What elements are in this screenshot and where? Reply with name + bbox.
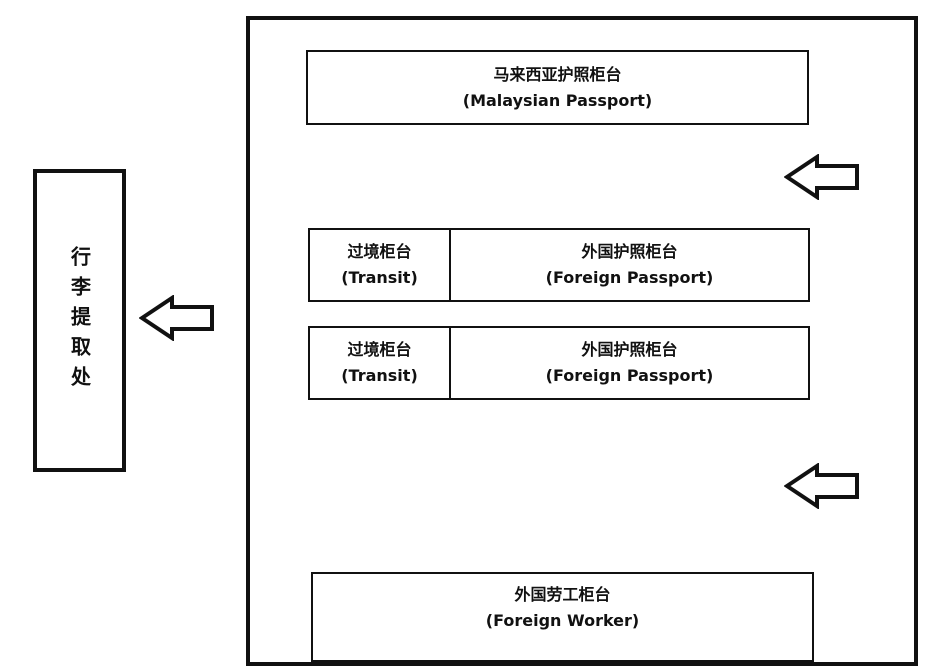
foreign-counter-en: (Foreign Passport)	[545, 268, 714, 287]
foreign-passport-counter: 外国护照柜台 (Foreign Passport)	[451, 328, 808, 398]
malaysian-counter-en: (Malaysian Passport)	[462, 90, 653, 110]
counter-row-2: 过境柜台 (Transit) 外国护照柜台 (Foreign Passport)	[308, 326, 810, 400]
counter-row-1: 过境柜台 (Transit) 外国护照柜台 (Foreign Passport)	[308, 228, 810, 302]
malaysian-counter-zh: 马来西亚护照柜台	[493, 64, 622, 84]
left-arrow-icon	[139, 295, 214, 341]
worker-counter-zh: 外国劳工柜台	[514, 585, 611, 604]
left-arrow-icon	[784, 154, 859, 200]
worker-counter-en: (Foreign Worker)	[485, 611, 640, 630]
foreign-counter-zh: 外国护照柜台	[581, 242, 678, 261]
malaysian-passport-counter: 马来西亚护照柜台 (Malaysian Passport)	[306, 50, 809, 125]
transit-counter-zh: 过境柜台	[347, 340, 412, 359]
transit-counter: 过境柜台 (Transit)	[310, 230, 451, 300]
foreign-counter-en: (Foreign Passport)	[545, 366, 714, 385]
transit-counter-zh: 过境柜台	[347, 242, 412, 261]
baggage-claim-label: 行李提取处	[67, 245, 92, 396]
foreign-passport-counter: 外国护照柜台 (Foreign Passport)	[451, 230, 808, 300]
left-arrow-icon	[784, 463, 859, 509]
transit-counter: 过境柜台 (Transit)	[310, 328, 451, 398]
transit-counter-en: (Transit)	[341, 268, 418, 287]
transit-counter-en: (Transit)	[341, 366, 418, 385]
foreign-worker-counter: 外国劳工柜台 (Foreign Worker)	[311, 572, 814, 662]
foreign-counter-zh: 外国护照柜台	[581, 340, 678, 359]
baggage-claim-box: 行李提取处	[33, 169, 126, 472]
